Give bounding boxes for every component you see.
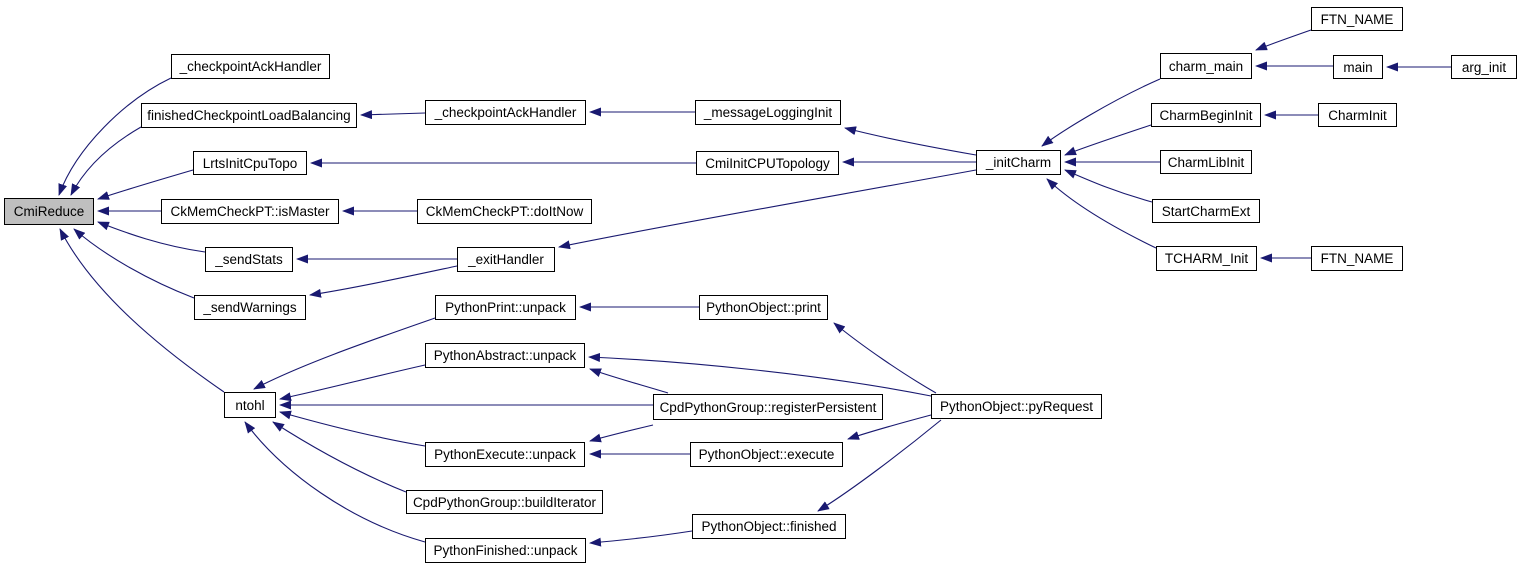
node-label: CpdPythonGroup::buildIterator [412,494,597,510]
node-label: FTN_NAME [1320,11,1394,27]
node-main[interactable]: main [1333,55,1383,79]
node-label: PythonFinished::unpack [433,543,578,558]
node-label: _sendStats [215,252,283,267]
node-cpdpythongroup-builditerator[interactable]: CpdPythonGroup::buildIterator [406,490,603,514]
node-cpdpythongroup-registerpersistent[interactable]: CpdPythonGroup::registerPersistent [653,394,883,420]
node-cmiinitcputopology[interactable]: CmiInitCPUTopology [696,151,839,175]
node-messagelogginginit[interactable]: _messageLoggingInit [695,100,841,125]
node-label: StartCharmExt [1161,203,1251,219]
node-sendwarnings[interactable]: _sendWarnings [194,295,306,320]
node-label: _checkpointAckHandler [179,59,322,74]
node-label: PythonObject::execute [698,447,835,462]
node-pythonexecute-unpack[interactable]: PythonExecute::unpack [425,442,585,467]
node-checkpointackhandler-l[interactable]: _checkpointAckHandler [171,54,330,79]
node-charm-main[interactable]: charm_main [1160,53,1252,79]
edge-exithandler-to-sendwarnings [309,265,458,298]
node-pythonobject-execute[interactable]: PythonObject::execute [690,442,843,467]
node-checkpointackhandler-m[interactable]: _checkpointAckHandler [425,100,586,125]
node-label: LrtsInitCpuTopo [202,155,298,171]
edge-lrtsinitcputopo-to-cmireduce [97,169,194,200]
node-label: arg_init [1461,59,1507,75]
node-pythonobject-finished[interactable]: PythonObject::finished [692,514,846,539]
node-pythonobject-pyrequest[interactable]: PythonObject::pyRequest [931,394,1102,419]
edge-pythonprint-unpack-to-ntohl [253,317,436,390]
node-charmlibinit[interactable]: CharmLibInit [1160,150,1252,174]
edge-pythonobject-pyrequest-to-pythonobject-finished [817,419,942,512]
node-pythonobject-print[interactable]: PythonObject::print [699,295,828,320]
edge-cpdpythongroup-registerpersistent-to-pythonabstract-unpack [589,368,669,394]
edge-ftn-name-top-to-charm-main [1255,29,1312,51]
node-label: CharmBeginInit [1159,107,1253,123]
node-charmbegininit[interactable]: CharmBeginInit [1151,103,1261,127]
node-label: _sendWarnings [203,300,297,315]
edge-pythonexecute-unpack-to-ntohl [279,410,426,447]
edge-tcharm-init-to-initcharm [1046,178,1157,249]
node-label: finishedCheckpointLoadBalancing [147,108,351,123]
node-label: _checkpointAckHandler [434,105,577,120]
node-sendstats[interactable]: _sendStats [205,247,293,272]
edge-charm-main-to-initcharm [1041,78,1161,147]
node-label: TCHARM_Init [1164,251,1249,266]
node-label: _messageLoggingInit [703,105,833,120]
edge-startcharmext-to-initcharm [1064,169,1153,203]
node-label: CmiInitCPUTopology [705,155,830,171]
edge-checkpointackhandler-m-to-finishedcheckpointloadbalancing [360,110,426,120]
node-label: PythonExecute::unpack [434,447,576,462]
edge-charmbegininit-to-initcharm [1064,124,1152,156]
node-cmireduce: CmiReduce [4,198,94,225]
node-label: _exitHandler [468,252,544,267]
node-label: FTN_NAME [1320,251,1394,266]
node-label: CharmLibInit [1167,154,1245,170]
node-label: PythonPrint::unpack [445,300,566,315]
node-finishedcheckpointloadbalancing[interactable]: finishedCheckpointLoadBalancing [141,103,357,128]
edge-finishedcheckpointloadbalancing-to-cmireduce [70,126,142,196]
node-label: CharmInit [1328,107,1387,123]
node-label: CpdPythonGroup::registerPersistent [659,399,877,415]
node-pythonprint-unpack[interactable]: PythonPrint::unpack [435,295,576,320]
node-label: CkMemCheckPT::doItNow [425,204,584,219]
edge-checkpointackhandler-l-to-cmireduce [58,77,172,196]
node-startcharmext[interactable]: StartCharmExt [1152,199,1260,223]
edge-pythonobject-pyrequest-to-pythonabstract-unpack [588,352,932,397]
edge-sendwarnings-to-cmireduce [73,228,195,299]
node-label: main [1343,59,1373,75]
node-ntohl[interactable]: ntohl [224,392,276,418]
node-ftn-name-top[interactable]: FTN_NAME [1311,7,1403,31]
node-label: _initCharm [985,155,1052,170]
edge-sendstats-to-cmireduce [97,221,206,253]
node-tcharm-init[interactable]: TCHARM_Init [1156,246,1257,271]
node-lrtsinitcputopo[interactable]: LrtsInitCpuTopo [193,151,307,175]
node-label: CkMemCheckPT::isMaster [170,204,330,219]
node-charminit[interactable]: CharmInit [1318,103,1397,127]
edge-pythonabstract-unpack-to-ntohl [279,364,426,402]
edge-cpdpythongroup-builditerator-to-ntohl [272,421,407,493]
edge-pythonfinished-unpack-to-ntohl [244,421,426,543]
edge-initcharm-to-exithandler [558,169,977,250]
node-ckmemcheckpt-ismaster[interactable]: CkMemCheckPT::isMaster [161,199,339,224]
edge-cpdpythongroup-registerpersistent-to-pythonexecute-unpack [589,424,654,443]
node-label: PythonObject::finished [701,519,837,534]
edge-pythonobject-pyrequest-to-pythonobject-execute [847,414,932,440]
node-exithandler[interactable]: _exitHandler [457,247,555,272]
node-label: PythonObject::print [706,300,821,315]
node-label: charm_main [1168,58,1244,74]
node-ftn-name-bottom[interactable]: FTN_NAME [1311,246,1403,271]
edge-initcharm-to-messagelogginginit [844,126,977,156]
node-label: CmiReduce [13,204,85,219]
edge-pythonobject-finished-to-pythonfinished-unpack [589,530,693,547]
node-initcharm[interactable]: _initCharm [976,150,1061,175]
node-label: PythonAbstract::unpack [433,348,577,363]
node-arg-init[interactable]: arg_init [1451,55,1517,79]
node-pythonabstract-unpack[interactable]: PythonAbstract::unpack [425,343,585,368]
node-label: ntohl [235,397,265,413]
edge-pythonobject-pyrequest-to-pythonobject-print [833,322,937,394]
node-label: PythonObject::pyRequest [939,399,1094,414]
edge-ntohl-to-cmireduce [59,228,225,393]
node-ckmemcheckpt-doitnow[interactable]: CkMemCheckPT::doItNow [417,199,592,224]
node-pythonfinished-unpack[interactable]: PythonFinished::unpack [425,538,586,563]
